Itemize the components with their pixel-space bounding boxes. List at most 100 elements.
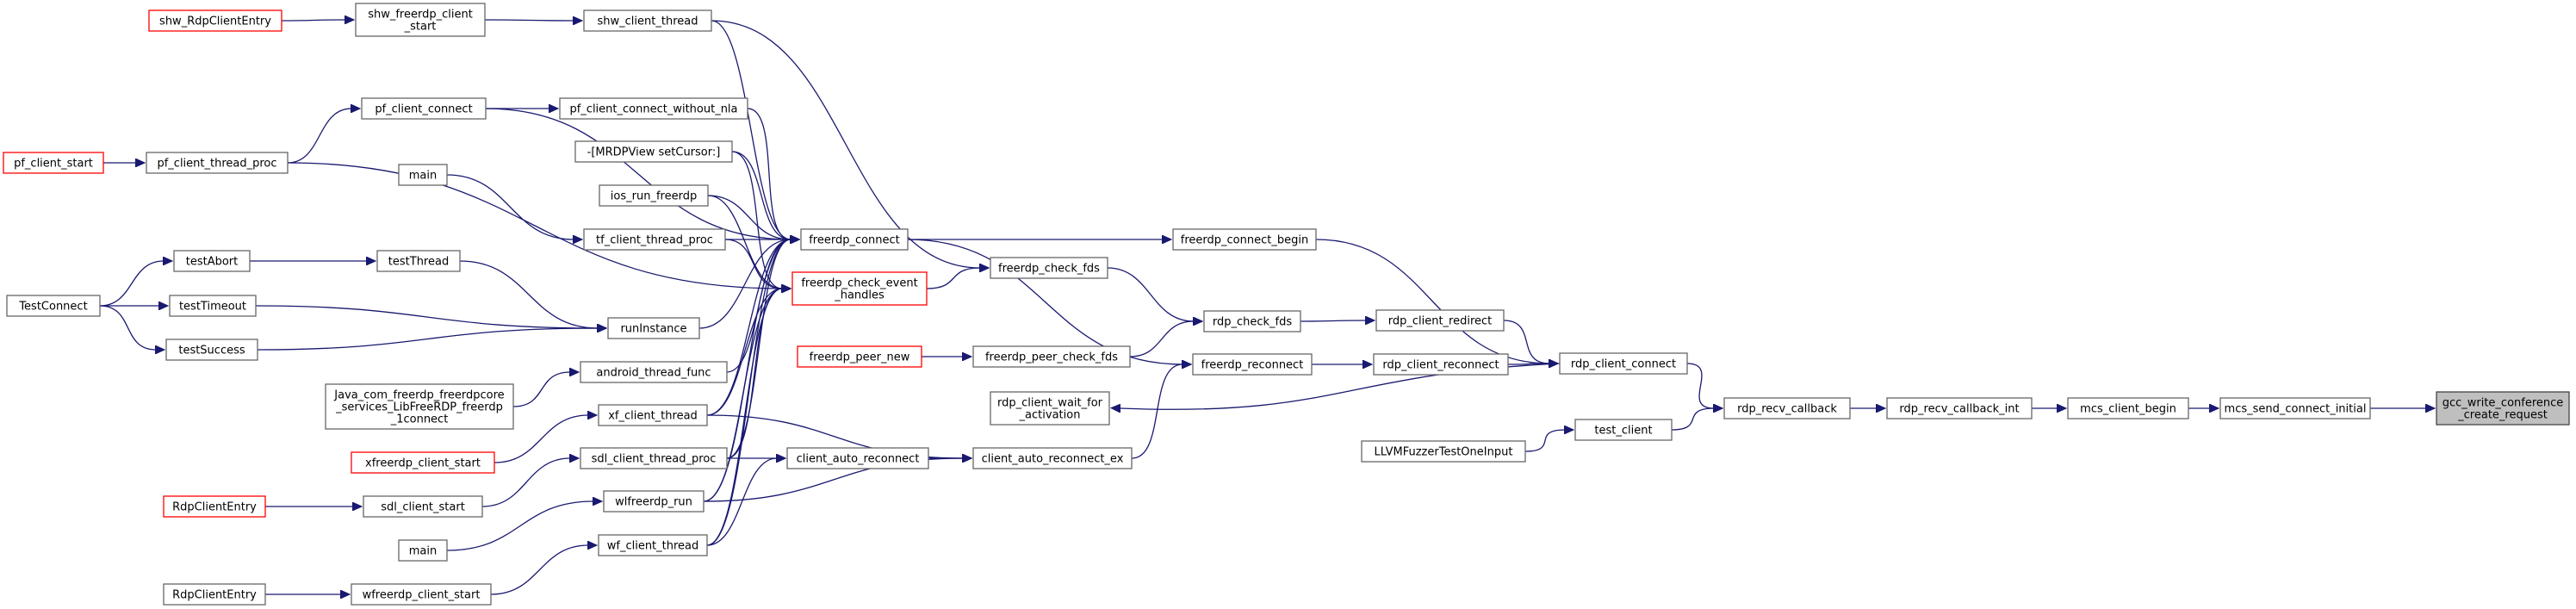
node-freerdp-connect[interactable]: freerdp_connect bbox=[800, 228, 909, 251]
edge-pf-client-connect-without-nla-to-freerdp-connect bbox=[747, 108, 791, 239]
node-xfreerdp-client-start[interactable]: xfreerdp_client_start bbox=[351, 451, 495, 474]
node-freerdp-peer-check-fds[interactable]: freerdp_peer_check_fds bbox=[972, 345, 1131, 368]
call-nodes: gcc_write_conference_create_request mcs_s… bbox=[3, 3, 2570, 606]
node-shw-client-thread[interactable]: shw_client_thread bbox=[583, 9, 712, 32]
node-freerdp-connect-begin[interactable]: freerdp_connect_begin bbox=[1172, 228, 1317, 251]
edge-wf-client-thread-to-freerdp-check-event-handles bbox=[706, 289, 782, 546]
node-box bbox=[990, 391, 1110, 426]
node-box bbox=[1373, 353, 1509, 376]
edge-rdp-check-fds-to-rdp-client-redirect bbox=[1300, 320, 1366, 321]
node-box bbox=[599, 184, 709, 207]
node-test-client[interactable]: test_client bbox=[1574, 419, 1673, 441]
node-box bbox=[1361, 440, 1526, 463]
node-freerdp-check-event-handles[interactable]: freerdp_check_event_handles bbox=[791, 271, 928, 306]
node-testabort[interactable]: testAbort bbox=[173, 250, 251, 272]
node-freerdp-check-fds[interactable]: freerdp_check_fds bbox=[990, 257, 1108, 279]
node-xf-client-thread[interactable]: xf_client_thread bbox=[598, 404, 708, 426]
node-wlfreerdp-run[interactable]: wlfreerdp_run bbox=[603, 490, 705, 513]
node-pf-client-connect[interactable]: pf_client_connect bbox=[361, 97, 487, 120]
node-tf-client-thread-proc[interactable]: tf_client_thread_proc bbox=[583, 228, 726, 251]
node-mcs-send-connect-initial[interactable]: mcs_send_connect_initial bbox=[2219, 397, 2371, 419]
node-rdpcliententry-2[interactable]: RdpClientEntry bbox=[163, 583, 266, 606]
node-label: rdp_recv_callback_int bbox=[1899, 403, 2019, 416]
node-box bbox=[990, 257, 1108, 279]
node-wfreerdp-client-start[interactable]: wfreerdp_client_start bbox=[351, 583, 492, 606]
node-label: _handles bbox=[834, 289, 885, 302]
node-pf-client-thread-proc[interactable]: pf_client_thread_proc bbox=[146, 152, 289, 174]
node-label: _activation bbox=[1019, 409, 1081, 422]
node-rdpcliententry-1[interactable]: RdpClientEntry bbox=[163, 495, 266, 518]
node-box bbox=[972, 345, 1131, 368]
node-rdp-recv-callback-int[interactable]: rdp_recv_callback_int bbox=[1886, 397, 2033, 419]
node-runinstance[interactable]: runInstance bbox=[607, 317, 700, 339]
edge-testtimeout-to-runinstance bbox=[255, 305, 598, 328]
node-llvmfuzzertestoneinput[interactable]: LLVMFuzzerTestOneInput bbox=[1361, 440, 1526, 463]
node-java-connect[interactable]: Java_com_freerdp_freerdpcore_services_Li… bbox=[325, 383, 514, 430]
node-mcs-client-begin[interactable]: mcs_client_begin bbox=[2067, 397, 2189, 419]
node-rdp-check-fds[interactable]: rdp_check_fds bbox=[1203, 310, 1301, 332]
node-sdl-client-thread-proc[interactable]: sdl_client_thread_proc bbox=[580, 447, 728, 469]
node-testtimeout[interactable]: testTimeout bbox=[169, 295, 257, 317]
node-label: RdpClientEntry bbox=[172, 589, 257, 602]
node-testthread[interactable]: testThread bbox=[376, 250, 461, 272]
node-sdl-client-start[interactable]: sdl_client_start bbox=[363, 495, 483, 518]
node-label: LLVMFuzzerTestOneInput bbox=[1375, 446, 1513, 459]
node-label: wlfreerdp_run bbox=[615, 496, 692, 509]
node-client-auto-reconnect[interactable]: client_auto_reconnect bbox=[786, 447, 929, 469]
node-pf-client-start[interactable]: pf_client_start bbox=[3, 152, 104, 174]
node-shw-freerdp-client-start[interactable]: shw_freerdp_client_start bbox=[355, 3, 486, 37]
edge-freerdp-check-event-handles-to-freerdp-check-fds bbox=[926, 268, 980, 289]
edge-java-connect-to-android-thread-func bbox=[512, 372, 570, 407]
node-ios-run-freerdp[interactable]: ios_run_freerdp bbox=[599, 184, 709, 207]
edge-wf-client-thread-to-client-auto-reconnect bbox=[706, 458, 777, 546]
node-box bbox=[972, 447, 1133, 469]
node-label: freerdp_connect_begin bbox=[1181, 234, 1308, 247]
node-label: pf_client_connect bbox=[375, 103, 472, 116]
edge-rdp-client-connect-to-rdp-recv-callback bbox=[1686, 363, 1714, 408]
node-mrdpview-setcursor[interactable]: -[MRDPView setCursor:] bbox=[574, 140, 733, 163]
node-box bbox=[583, 228, 726, 251]
node-rdp-client-wait-for-activation[interactable]: rdp_client_wait_for_activation bbox=[990, 391, 1110, 426]
node-box bbox=[351, 451, 495, 474]
node-box bbox=[786, 447, 929, 469]
node-box bbox=[398, 539, 448, 562]
node-label: freerdp_connect bbox=[809, 234, 900, 247]
node-testsuccess[interactable]: testSuccess bbox=[165, 339, 258, 361]
node-rdp-client-connect[interactable]: rdp_client_connect bbox=[1559, 352, 1688, 375]
node-label: Java_com_freerdp_freerdpcore bbox=[333, 389, 504, 402]
node-gcc-write-conference-create-request[interactable]: gcc_write_conference_create_request bbox=[2436, 391, 2570, 426]
edge-xf-client-thread-to-freerdp-connect bbox=[706, 239, 791, 416]
node-box bbox=[3, 152, 104, 174]
node-box bbox=[355, 3, 486, 37]
node-box bbox=[800, 228, 909, 251]
node-label: testTimeout bbox=[179, 301, 246, 314]
node-main-1[interactable]: main bbox=[398, 164, 448, 186]
edge-shw-client-thread-to-freerdp-connect bbox=[711, 20, 791, 239]
edge-client-auto-reconnect-ex-to-freerdp-reconnect bbox=[1131, 364, 1182, 459]
node-rdp-client-redirect[interactable]: rdp_client_redirect bbox=[1375, 309, 1505, 332]
node-label: ios_run_freerdp bbox=[611, 190, 697, 203]
edge-rdp-client-redirect-to-rdp-client-connect bbox=[1503, 320, 1549, 364]
node-box bbox=[6, 295, 101, 317]
edge-mrdpview-setcursor-to-freerdp-check-event-handles bbox=[731, 151, 782, 289]
node-freerdp-reconnect[interactable]: freerdp_reconnect bbox=[1192, 353, 1313, 376]
node-client-auto-reconnect-ex[interactable]: client_auto_reconnect_ex bbox=[972, 447, 1133, 469]
node-label: tf_client_thread_proc bbox=[596, 234, 713, 247]
node-freerdp-peer-new[interactable]: freerdp_peer_new bbox=[797, 345, 922, 368]
node-pf-client-connect-without-nla[interactable]: pf_client_connect_without_nla bbox=[559, 97, 748, 120]
node-label: _1connect bbox=[390, 413, 449, 426]
node-box bbox=[1375, 309, 1505, 332]
node-box bbox=[351, 583, 492, 606]
node-testconnect[interactable]: TestConnect bbox=[6, 295, 101, 317]
node-box bbox=[598, 404, 708, 426]
node-android-thread-func[interactable]: android_thread_func bbox=[580, 361, 728, 383]
node-label: shw_client_thread bbox=[598, 16, 698, 28]
node-shw-rdpcliententry[interactable]: shw_RdpClientEntry bbox=[148, 9, 282, 32]
node-box bbox=[1192, 353, 1313, 376]
node-rdp-client-reconnect[interactable]: rdp_client_reconnect bbox=[1373, 353, 1509, 376]
node-wf-client-thread[interactable]: wf_client_thread bbox=[598, 534, 708, 556]
node-label: wfreerdp_client_start bbox=[363, 589, 481, 602]
node-main-2[interactable]: main bbox=[398, 539, 448, 562]
edge-shw-freerdp-client-start-to-shw-client-thread bbox=[484, 20, 574, 21]
node-rdp-recv-callback[interactable]: rdp_recv_callback bbox=[1723, 397, 1851, 419]
